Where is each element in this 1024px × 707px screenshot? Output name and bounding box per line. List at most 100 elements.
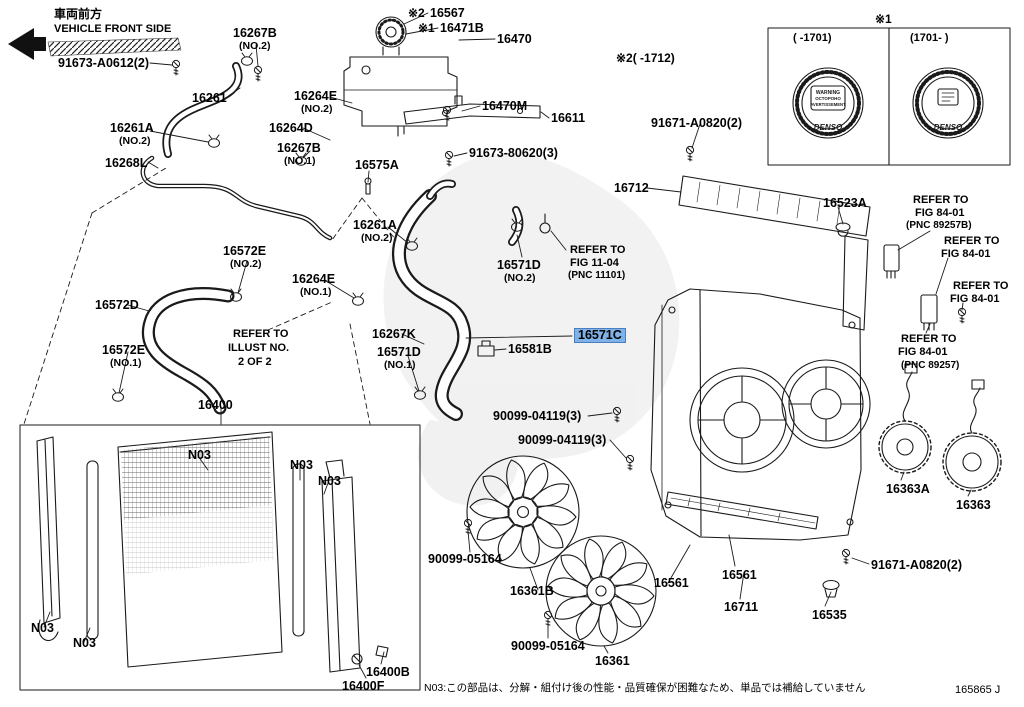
label-16361b[interactable]: 16361B	[510, 584, 554, 598]
pipe-16571d-drawing	[508, 206, 524, 246]
label-16261a[interactable]: 16261A	[353, 218, 397, 232]
label-1701: ( -1701)	[793, 32, 832, 44]
label-16470[interactable]: 16470	[497, 32, 532, 46]
vehicle-front-label: VEHICLE FRONT SIDE	[54, 23, 172, 35]
label-16571d[interactable]: 16571D	[377, 345, 421, 359]
label-refer-to: REFER TO	[570, 244, 626, 256]
label-16267b[interactable]: 16267B	[233, 26, 277, 40]
label-16363a[interactable]: 16363A	[886, 482, 930, 496]
motor-16363-drawing	[942, 379, 1002, 492]
label-pnc-11101: (PNC 11101)	[568, 270, 626, 281]
radiator-drawing	[19, 424, 421, 691]
label-no-1: (NO.1)	[284, 155, 316, 167]
label-no-2: (NO.2)	[301, 103, 333, 115]
label-fig-84-01: FIG 84-01	[915, 207, 965, 219]
label-16581b[interactable]: 16581B	[508, 342, 552, 356]
fan-16361b-drawing	[466, 455, 580, 569]
label-16523a[interactable]: 16523A	[823, 196, 867, 210]
label-16572d[interactable]: 16572D	[95, 298, 139, 312]
label-2-1712: ※2( -1712)	[616, 51, 675, 65]
selected-part-label[interactable]: 16571C	[574, 328, 626, 344]
label-16400f[interactable]: 16400F	[342, 679, 385, 693]
hose-16261-drawing	[162, 62, 243, 158]
label-16267b[interactable]: 16267B	[277, 141, 321, 155]
label-no-2: (NO.2)	[504, 272, 536, 284]
label-16264e[interactable]: 16264E	[292, 272, 336, 286]
label-illust-no: ILLUST NO.	[228, 342, 290, 354]
label-16400b[interactable]: 16400B	[366, 665, 410, 679]
label-16575a[interactable]: 16575A	[355, 158, 399, 172]
label-16571d[interactable]: 16571D	[497, 258, 541, 272]
label-refer-to: REFER TO	[944, 235, 1000, 247]
label-16268l[interactable]: 16268L	[105, 156, 148, 170]
label-refer-to: REFER TO	[953, 280, 1009, 292]
label-90099-05164[interactable]: 90099-05164	[511, 639, 585, 653]
label-pnc-89257b: (PNC 89257B)	[906, 220, 972, 231]
label-fig-84-01: FIG 84-01	[950, 293, 1000, 305]
drain-plug-drawing	[822, 579, 840, 598]
hose-16572d-drawing	[141, 287, 235, 415]
label-16361[interactable]: 16361	[595, 654, 630, 668]
label-1: ※1	[875, 12, 892, 26]
label-16470m[interactable]: 16470M	[482, 99, 528, 113]
lower-seal-drawing	[665, 491, 819, 530]
cap-warning-line3: AVERTISSEMENT	[810, 102, 846, 107]
label-16363[interactable]: 16363	[956, 498, 991, 512]
label-no-1: (NO.1)	[110, 357, 142, 369]
dashed-guides	[23, 167, 397, 425]
label-16264e[interactable]: 16264E	[294, 89, 338, 103]
label-no-1: (NO.1)	[300, 286, 332, 298]
label-90099-04119-3[interactable]: 90099-04119(3)	[493, 409, 582, 423]
label-16267k[interactable]: 16267K	[372, 327, 416, 341]
label-90099-04119-3[interactable]: 90099-04119(3)	[518, 433, 607, 447]
cap-variants-inset	[767, 27, 1011, 166]
label-refer-to: REFER TO	[901, 333, 957, 345]
label-n03[interactable]: N03	[31, 621, 54, 635]
label-16400[interactable]: 16400	[198, 398, 233, 412]
leader-lines	[43, 12, 972, 679]
label-16611[interactable]: 16611	[551, 111, 586, 125]
label-2-of-2: 2 OF 2	[238, 356, 272, 368]
label-16471b[interactable]: 16471B	[440, 21, 484, 35]
label-refer-to: REFER TO	[233, 328, 289, 340]
label-n03[interactable]: N03	[318, 474, 341, 488]
label-91673-80620-3[interactable]: 91673-80620(3)	[469, 146, 558, 160]
label-16561[interactable]: 16561	[654, 576, 689, 590]
motor-16363a-drawing	[878, 363, 932, 474]
label-16572e[interactable]: 16572E	[223, 244, 267, 258]
label-pnc-89257: (PNC 89257)	[901, 360, 960, 371]
fan-shroud-drawing	[650, 288, 871, 541]
label-no-2: (NO.2)	[239, 40, 271, 52]
label-16572e[interactable]: 16572E	[102, 343, 146, 357]
doc-number: 165865 J	[955, 684, 1001, 696]
sensor-drawing	[539, 213, 551, 234]
label-91673-a0612-2[interactable]: 91673-A0612(2)	[58, 56, 150, 70]
cap-warning-line1: WARNING	[816, 90, 840, 96]
label-16261a[interactable]: 16261A	[110, 121, 154, 135]
front-arrow-icon	[8, 28, 182, 60]
label-1: ※1	[418, 21, 435, 35]
label-16261[interactable]: 16261	[192, 91, 227, 105]
cap-brand-right: DENSO	[934, 123, 963, 132]
bracket-drawing	[403, 95, 541, 125]
label-fig-84-01: FIG 84-01	[941, 248, 991, 260]
label-16264d[interactable]: 16264D	[269, 121, 313, 135]
label-refer-to: REFER TO	[913, 194, 969, 206]
hose-16571c-drawing	[392, 179, 472, 421]
label-91671-a0820-2[interactable]: 91671-A0820(2)	[651, 116, 743, 130]
label-n03[interactable]: N03	[73, 636, 96, 650]
label-16711[interactable]: 16711	[724, 600, 759, 614]
watermark	[383, 152, 680, 506]
label-n03[interactable]: N03	[290, 458, 313, 472]
label-16567[interactable]: 16567	[430, 6, 465, 20]
cap-warning-line2: OCTOPOHO	[815, 96, 841, 101]
jp-front-label: 車両前方	[54, 7, 103, 21]
label-16712[interactable]: 16712	[614, 181, 649, 195]
label-90099-05164[interactable]: 90099-05164	[428, 552, 502, 566]
label-16535[interactable]: 16535	[812, 608, 847, 622]
label-91671-a0820-2[interactable]: 91671-A0820(2)	[871, 558, 963, 572]
label-16561[interactable]: 16561	[722, 568, 757, 582]
label-n03[interactable]: N03	[188, 448, 211, 462]
clip-16581b-drawing	[477, 340, 495, 357]
